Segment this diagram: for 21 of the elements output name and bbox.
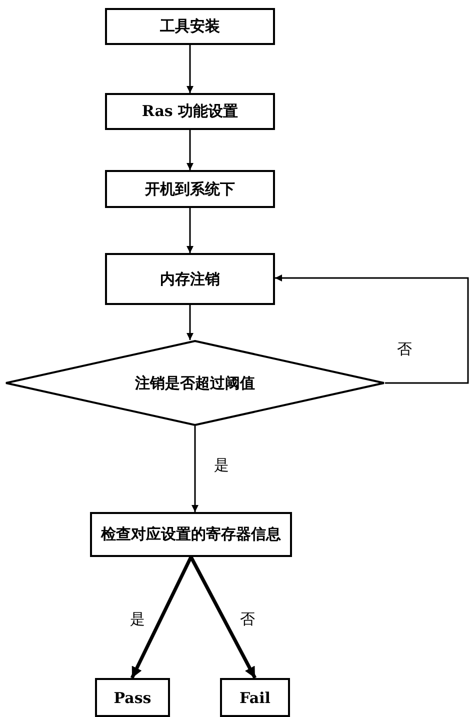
edge-label: 否 xyxy=(395,340,414,359)
process-box: 工具安装 xyxy=(105,8,275,45)
arrow xyxy=(186,208,194,253)
arrow xyxy=(130,556,193,679)
decision-text: 注销是否超过阈值 xyxy=(135,374,255,392)
terminal-box: Pass xyxy=(95,678,170,717)
arrow xyxy=(186,45,194,93)
terminal-box: Fail xyxy=(220,678,290,717)
edge-label: 否 xyxy=(238,610,257,629)
arrow xyxy=(186,305,194,340)
process-box: 检查对应设置的寄存器信息 xyxy=(90,512,292,557)
arrow xyxy=(275,274,469,384)
edge-label: 是 xyxy=(212,456,231,475)
decision-diamond xyxy=(5,340,385,426)
edge-label: 是 xyxy=(128,610,147,629)
process-box: 内存注销 xyxy=(105,253,275,305)
process-box: Ras 功能设置 xyxy=(105,93,275,130)
arrow xyxy=(192,426,198,512)
arrow xyxy=(186,130,194,170)
arrow xyxy=(189,556,257,679)
process-box: 开机到系统下 xyxy=(105,170,275,208)
